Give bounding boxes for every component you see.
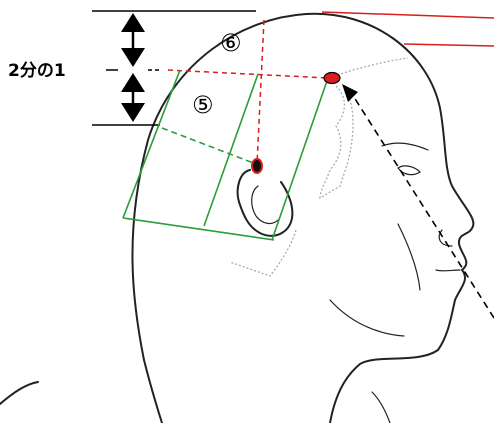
reference-points [251,71,341,174]
direction-arrow [342,84,494,319]
face-features [329,142,461,423]
nose-wing-line [438,229,453,247]
region-grid [122,69,329,241]
direction-arrow-head [342,84,358,102]
skull-profile-line [131,12,475,423]
direction-arrow-shaft [351,93,494,319]
measure-guides [167,11,494,165]
ratio-label: 2分の1 [8,61,66,81]
dimension-guide [92,10,256,126]
region-five-label: ⑤ [192,91,214,119]
ear-point-marker [251,158,263,174]
dimension-arrow-upper-head-top [121,13,145,32]
sideburn-line [229,229,297,277]
neck-front-line [371,391,391,423]
eye-line [397,165,421,176]
red-top-reference-line [321,11,494,19]
dimension-arrow-upper [121,13,145,67]
green-left-edge [122,69,181,219]
upper-point-marker [323,71,341,85]
hairline [229,57,409,277]
red-lower-reference-line [403,43,494,47]
green-right-edge [271,77,329,241]
mouth-line [435,269,461,272]
ear-outline [236,169,294,237]
cheek-line [397,223,421,291]
hairline-curve [319,57,409,200]
region-six-label: ⑥ [220,29,242,57]
head-outline [0,12,475,423]
green-dashed-diagonal [161,127,257,165]
green-bottom-edge [122,217,275,241]
neck-back-line [143,359,163,423]
dimension-arrow-upper-head-bottom [121,48,145,67]
eyebrow-line [381,142,429,151]
dimension-arrow-lower-head-bottom [121,103,145,122]
red-horizontal-dashed-line [167,69,329,79]
green-middle-line [203,73,259,227]
ear-inner-line [251,185,279,225]
jaw-line [329,299,405,337]
dimension-arrow-lower [121,73,145,122]
shoulder-line [0,381,39,405]
dimension-arrow-lower-head-top [121,73,145,92]
red-vertical-dashed-line [256,19,265,165]
